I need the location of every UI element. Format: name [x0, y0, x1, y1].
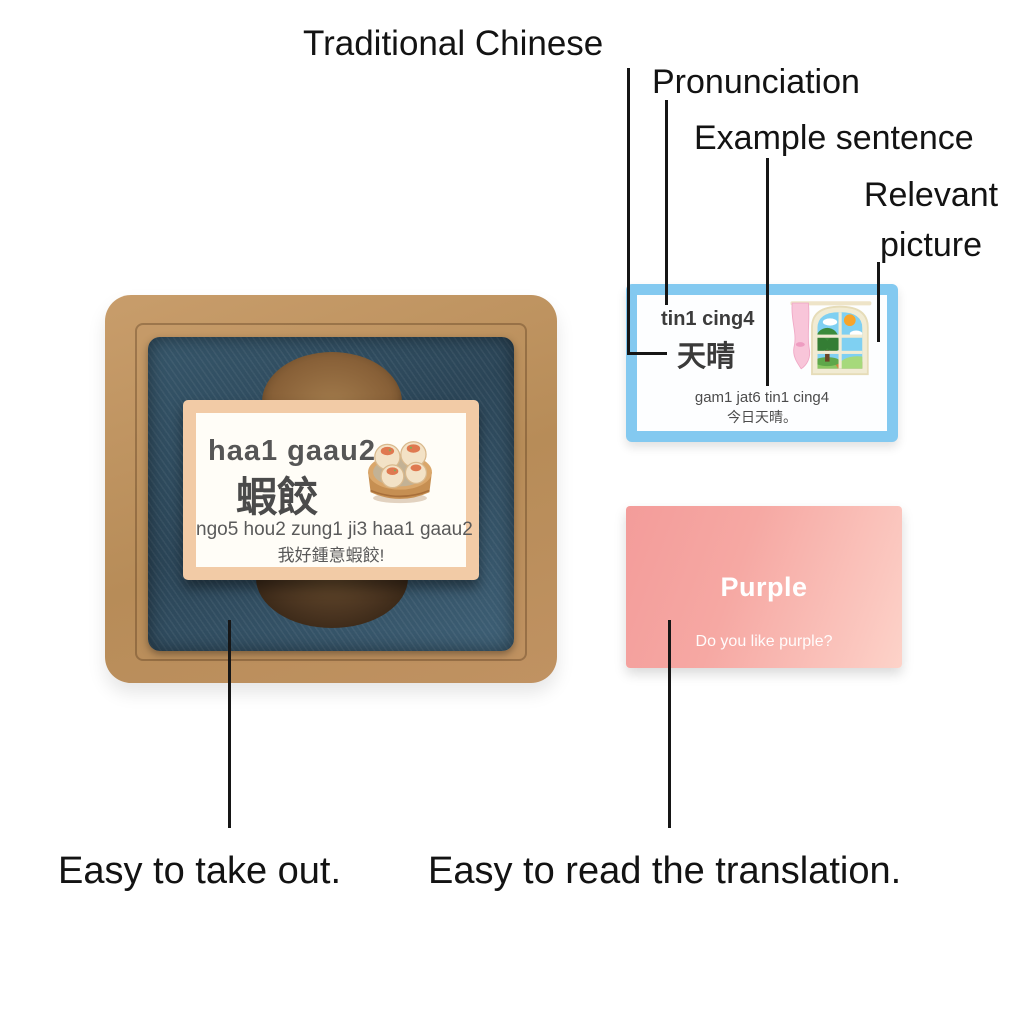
label-relevant-picture-line1: Relevant	[863, 176, 999, 214]
translation-card-back: Purple Do you like purple?	[626, 506, 902, 668]
label-example-sentence: Example sentence	[694, 119, 974, 157]
pointer-easy-take-out	[228, 620, 231, 828]
translation-word: Purple	[720, 572, 808, 602]
pointer-relevant-picture	[877, 262, 880, 342]
pointer-traditional-chinese-vertical	[627, 68, 630, 355]
sunny-pronunciation: tin1 cing4	[661, 308, 755, 330]
label-pronunciation: Pronunciation	[652, 63, 860, 101]
sunny-window-picture	[790, 301, 872, 376]
sunny-example-pronunciation: gam1 jat6 tin1 cing4	[694, 389, 830, 406]
label-relevant-picture: Relevant picture	[856, 170, 1006, 270]
dim-sum-picture	[368, 441, 432, 504]
flashcard-sunny-face: tin1 cing4 天晴	[637, 295, 887, 431]
flashcard-example-pronunciation: ngo5 hou2 zung1 ji3 haa1 gaau2	[196, 519, 473, 540]
caption-easy-read-translation: Easy to read the translation.	[428, 850, 902, 892]
label-traditional-chinese: Traditional Chinese	[303, 24, 604, 63]
flashcard-dim-sum-face: haa1 gaau2 蝦餃 ngo5 hou2 zung1	[196, 413, 473, 567]
pointer-example-sentence	[766, 158, 769, 386]
flashcard-pronunciation: haa1 gaau2	[208, 435, 376, 467]
pointer-traditional-chinese-horizontal	[627, 352, 667, 355]
pointer-easy-read	[668, 620, 671, 828]
sunny-example-sentence: 今日天晴。	[727, 409, 797, 425]
flashcard-word-traditional-chinese: 蝦餃	[236, 474, 318, 520]
translation-example-sentence: Do you like purple?	[695, 633, 833, 650]
sunny-word-traditional-chinese: 天晴	[677, 341, 736, 373]
flashcard-dim-sum: haa1 gaau2 蝦餃 ngo5 hou2 zung1	[183, 400, 479, 580]
flashcard-example-sentence: 我好鍾意蝦餃!	[277, 546, 385, 565]
label-relevant-picture-line2: picture	[879, 226, 983, 264]
flashcard-sunny: tin1 cing4 天晴	[626, 284, 898, 442]
caption-easy-take-out: Easy to take out.	[58, 850, 342, 892]
pointer-pronunciation	[665, 100, 668, 305]
